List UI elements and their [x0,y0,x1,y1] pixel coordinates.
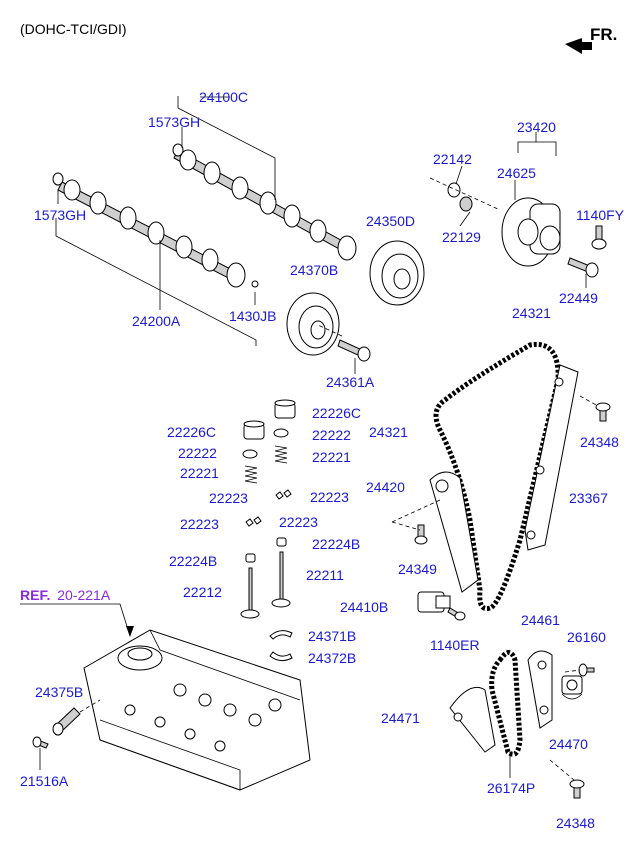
label-26174p[interactable]: 26174P [487,780,535,796]
key-22223-c [245,518,254,527]
label-24461[interactable]: 24461 [521,612,560,628]
label-22222-left[interactable]: 22222 [178,445,217,461]
label-1430jb[interactable]: 1430JB [229,308,276,324]
cam-sprocket-24350d [369,240,425,306]
key-22223-a [275,491,284,500]
label-22223-c[interactable]: 22223 [180,516,219,532]
label-22212[interactable]: 22212 [183,584,222,600]
key-22223-d [253,516,262,525]
label-1140fy[interactable]: 1140FY [576,207,625,223]
tensioner-arm-24420 [429,471,479,593]
reference-code: 20-221A [57,587,111,603]
retainer-22222-right [273,428,289,438]
label-1573gh-upper[interactable]: 1573GH [148,114,200,130]
bolt-24348-upper [595,402,611,422]
label-24348-upper[interactable]: 24348 [580,434,619,450]
label-21516a[interactable]: 21516A [20,773,69,789]
label-24420[interactable]: 24420 [366,479,405,495]
label-24361a[interactable]: 24361A [326,374,375,390]
label-22223-b[interactable]: 22223 [310,489,349,505]
label-26160[interactable]: 26160 [567,629,606,645]
label-22223-d[interactable]: 22223 [279,514,318,530]
cvvt-sprocket-24370b [286,292,340,356]
label-22221-right[interactable]: 22221 [312,449,351,465]
label-24321-left[interactable]: 24321 [369,424,408,440]
oil-control-valve-24625 [501,197,561,267]
reference-arrow-icon [126,626,134,637]
bolt-26160 [578,663,595,677]
label-22449[interactable]: 22449 [559,290,598,306]
label-23367[interactable]: 23367 [569,490,608,506]
bolt-1140er [447,607,466,621]
bolt-24348-lower [569,779,585,799]
seal-22142 [447,182,461,198]
label-22129[interactable]: 22129 [442,229,481,245]
label-1140er[interactable]: 1140ER [430,637,480,653]
retainer-22222-left [242,449,258,459]
timing-chain-24321 [433,341,561,612]
label-24372b[interactable]: 24372B [308,650,356,666]
reference-link[interactable]: REF. 20-221A [20,587,111,603]
cylinder-head [83,629,311,791]
label-22223-a[interactable]: 22223 [209,490,248,506]
chain-guide-24471 [449,686,496,753]
key-22223-b [283,489,292,498]
bolt-21516a [32,736,49,749]
valve-22211 [271,551,291,608]
valve-seal-22224b-right [276,537,287,547]
label-24471[interactable]: 24471 [381,710,420,726]
reference-prefix: REF. [20,587,50,603]
tensioner-arm-24461 [527,650,553,729]
bolt-22449 [567,257,599,278]
oil-pump-chain-26174p [489,650,523,757]
front-arrow-icon [565,38,592,54]
label-24100c[interactable]: 24100C [199,89,248,105]
label-24200a[interactable]: 24200A [132,313,181,329]
camshaft-24100c [172,143,357,261]
camshaft-24200a [52,172,246,288]
tensioner-24470 [561,675,583,700]
bolt-24361a [337,339,371,362]
label-24349[interactable]: 24349 [398,561,437,577]
bearing-24372b [269,651,293,662]
label-24410b[interactable]: 24410B [340,599,388,615]
engine-type-header: (DOHC-TCI/GDI) [20,21,127,37]
spring-22221-left [244,465,258,484]
label-22211[interactable]: 22211 [306,567,344,583]
bearing-24371b [269,630,293,640]
label-22221-left[interactable]: 22221 [180,465,219,481]
plug-22129 [459,196,473,212]
valve-seal-22224b-left [245,553,256,563]
bolt-24349 [414,524,428,545]
label-24348-lower[interactable]: 24348 [556,815,595,831]
bolt-1140fy [591,225,607,250]
label-22226c-right[interactable]: 22226C [312,405,361,421]
label-22222-right[interactable]: 22222 [312,427,351,443]
label-24625[interactable]: 24625 [497,165,536,181]
label-23420[interactable]: 23420 [517,119,556,135]
tappet-22226c-left [243,420,265,440]
front-direction-label: FR. [590,25,617,44]
label-24375b[interactable]: 24375B [35,684,83,700]
chain-guide-23367 [524,364,579,551]
tensioner-24410b [417,591,451,613]
sensor-24375b [52,707,81,736]
label-24350d[interactable]: 24350D [366,213,415,229]
label-24370b[interactable]: 24370B [290,262,338,278]
label-22142[interactable]: 22142 [433,151,472,167]
label-24470[interactable]: 24470 [549,736,588,752]
label-22224b-left[interactable]: 22224B [169,553,217,569]
front-direction-indicator: FR. [565,25,617,54]
tappet-22226c-right [274,399,296,419]
label-22224b-right[interactable]: 22224B [312,536,360,552]
spring-22221-right [274,445,288,464]
valve-22212 [240,567,260,619]
label-24371b[interactable]: 24371B [308,628,356,644]
label-1573gh-lower[interactable]: 1573GH [34,207,86,223]
label-22226c-left[interactable]: 22226C [167,424,216,440]
label-24321-upper[interactable]: 24321 [512,305,551,321]
pin-1430jb [251,280,259,288]
